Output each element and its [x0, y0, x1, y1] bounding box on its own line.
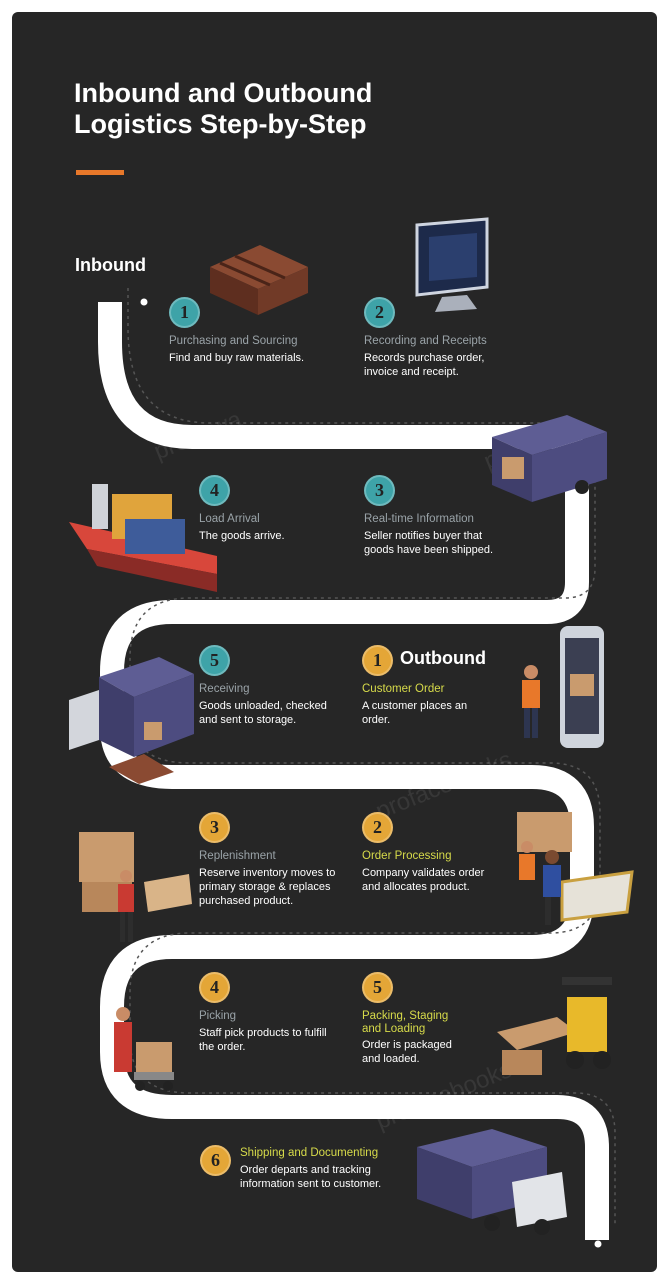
step-description: A customer places an order. [362, 700, 468, 726]
end-dot [594, 1240, 602, 1248]
title-underline [76, 170, 124, 175]
start-dot [140, 298, 148, 306]
step-description: Staff pick products to fulfill the order… [199, 1027, 327, 1053]
box-truck-illustration [69, 657, 194, 784]
step-description: Company validates order and allocates pr… [362, 867, 485, 893]
step-title: Order Processing [362, 850, 452, 862]
smartphone-illustration [560, 626, 604, 748]
step-number-badge: 4 [199, 475, 230, 506]
replenishment-illustration [79, 832, 192, 942]
worker-illustration [522, 665, 540, 738]
packing-worker-illustration [517, 812, 634, 925]
outbound-label: Outbound [400, 648, 486, 668]
picking-cart-illustration [114, 1007, 174, 1091]
step-number-badge: 5 [362, 972, 393, 1003]
step-number-badge: 3 [199, 812, 230, 843]
cargo-ship-illustration [69, 484, 217, 592]
step-title: Shipping and Documenting [240, 1147, 379, 1159]
step-number-badge: 5 [199, 645, 230, 676]
semi-truck-illustration [417, 1129, 567, 1235]
forklift-illustration [497, 977, 612, 1075]
step-title: Recording and Receipts [364, 335, 487, 347]
step-number-badge: 4 [199, 972, 230, 1003]
step-title: Purchasing and Sourcing [169, 335, 298, 347]
step-description: Reserve inventory moves to primary stora… [199, 867, 336, 907]
step-title: Real-time Information [364, 513, 474, 525]
step-number-badge: 1 [169, 297, 200, 328]
step-number-badge: 3 [364, 475, 395, 506]
step-number-badge: 2 [364, 297, 395, 328]
step-number-badge: 2 [362, 812, 393, 843]
step-number-badge: 6 [200, 1145, 231, 1176]
step-title: Replenishment [199, 850, 276, 862]
step-description: The goods arrive. [199, 530, 285, 542]
delivery-van-illustration [492, 415, 607, 502]
step-description: Order is packaged and loaded. [362, 1039, 452, 1065]
step-description: Goods unloaded, checked and sent to stor… [199, 700, 327, 726]
step-title: Load Arrival [199, 513, 260, 525]
inbound-label: Inbound [75, 255, 146, 275]
title-line-2: Logistics Step-by-Step [74, 109, 367, 139]
step-title: Picking [199, 1010, 237, 1022]
page-title: Inbound and Outbound Logistics Step-by-S… [74, 78, 372, 140]
step-title: Receiving [199, 683, 250, 695]
step-title: Customer Order [362, 683, 445, 695]
step-description: Records purchase order, invoice and rece… [364, 352, 485, 378]
step-description: Seller notifies buyer that goods have be… [364, 530, 494, 556]
step-description: Find and buy raw materials. [169, 352, 305, 364]
infographic-poster: pronowa pronowa profacebooks profacebook… [12, 12, 657, 1272]
step-number-badge: 1 [362, 645, 393, 676]
computer-monitor-illustration [415, 217, 489, 312]
step-description: Order departs and tracking information s… [240, 1164, 382, 1190]
title-line-1: Inbound and Outbound [74, 78, 373, 108]
crate-illustration [210, 245, 308, 315]
step-title: Packing, Staging and Loading [362, 1010, 449, 1035]
